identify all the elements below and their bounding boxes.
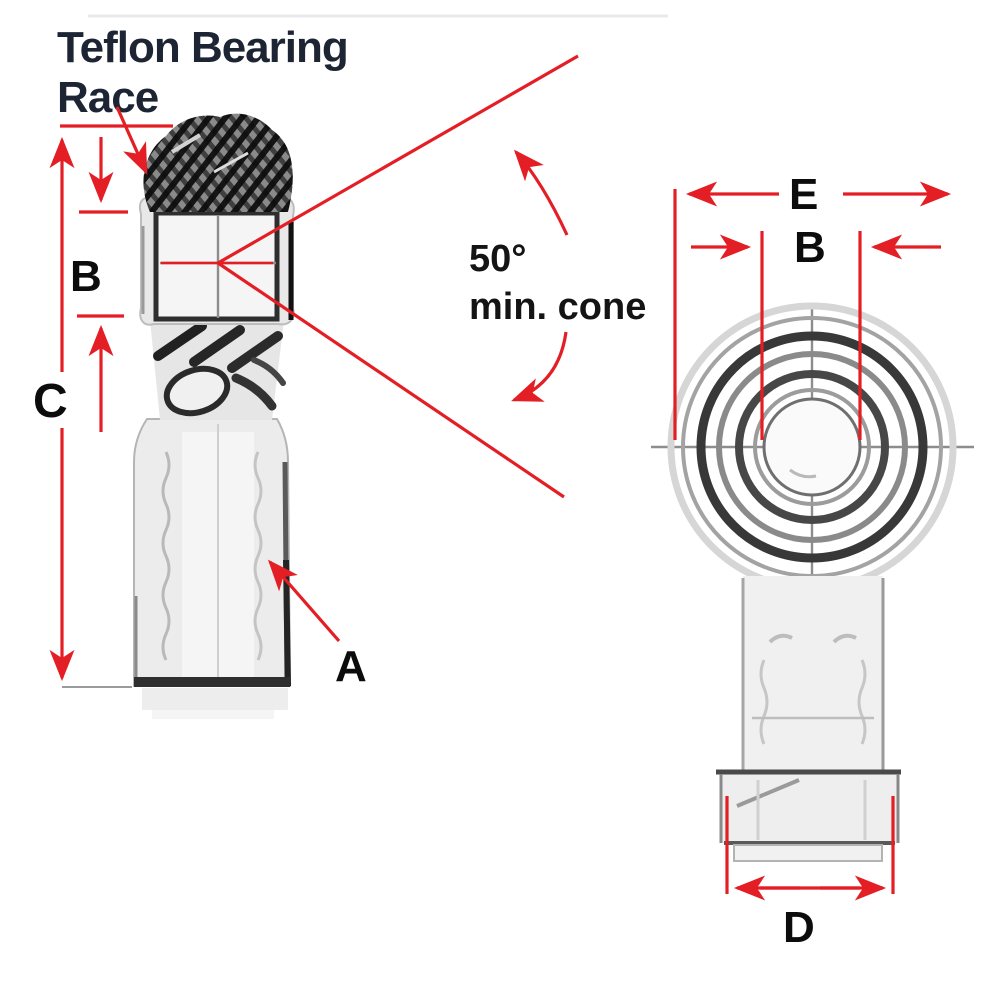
swage-ball-edge [163,365,231,417]
cone-annotation: 50° min. cone [161,54,646,499]
front-shank-body [743,576,883,772]
side-view-dimensions: Teflon Bearing Race C B A [33,23,367,691]
swage-hatch-2 [189,325,245,367]
side-swage-section [150,320,286,420]
race-leader-arrow [115,106,148,175]
cone-upper-line [217,54,579,265]
nut-body [721,772,898,843]
nut-chamfer-mark [736,778,800,808]
a-leader-arrow [267,559,341,643]
cone-lower-line [217,261,565,499]
side-shank-bottom-edge [134,677,290,687]
knurl-highlight-1 [170,133,202,154]
shank-shadow-soft [152,710,274,719]
knurl-cross-hatch [143,113,293,212]
front-view-dimensions: E B D [673,170,952,952]
side-shank [133,418,292,687]
side-thread-left [161,451,171,661]
a-dim-label: A [335,642,367,691]
front-view-drawing [651,302,974,862]
c-dim-label: C [33,375,68,428]
cone-lower-arc-arrow [511,331,568,402]
ring-race [716,351,908,543]
front-shank [741,576,885,772]
nut-skirt [733,844,883,862]
side-view-drawing [133,113,295,719]
front-shank-mark-right [832,633,857,644]
ring-ball-dark [735,370,889,524]
front-thread-left [759,659,769,745]
front-nut [716,769,901,862]
front-shank-mark-left [768,633,793,644]
knurl-highlight-2 [213,151,249,174]
race-callout-line2: Race [57,73,158,122]
bearing-race-square [153,210,280,322]
swage-hatch-1 [153,321,207,361]
ring-housing-dark [696,331,928,563]
side-thread-right [253,451,263,661]
b-dim-label-side: B [70,252,102,301]
ring-bore [762,397,862,497]
swage-hatch-3 [227,331,283,373]
b-dim-label-front: B [794,223,826,272]
side-housing [139,196,295,326]
race-callout-line1: Teflon Bearing [57,23,348,72]
d-dim-label: D [783,903,815,952]
swage-hatch-5 [251,357,286,386]
side-knurled-stud [143,113,293,212]
bore-shading [789,468,817,479]
ring-ball [753,388,871,506]
cone-min-label: min. cone [469,286,646,328]
e-dim-label: E [789,170,818,219]
swage-hatch-4 [231,373,277,411]
cone-upper-arc-arrow [513,149,569,236]
front-eye-rings [667,302,957,592]
front-thread-right [857,659,867,745]
cone-angle-label: 50° [469,238,526,280]
shank-shadow [142,688,288,710]
